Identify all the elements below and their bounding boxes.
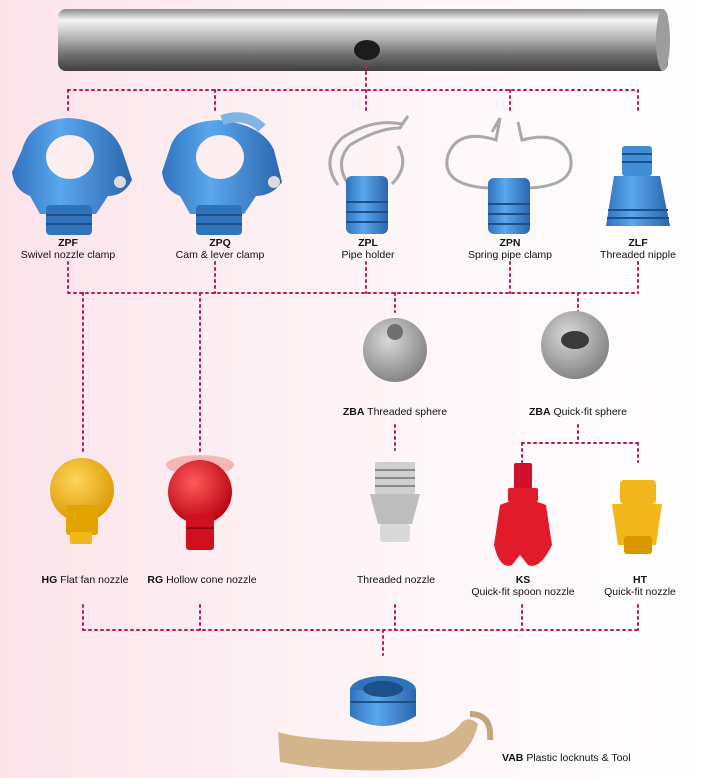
label-zba-threaded: ZBA Threaded sphere xyxy=(330,406,460,418)
zpf-clamp-image xyxy=(12,118,132,235)
vab-locknut-tool-image xyxy=(278,676,494,771)
label-threaded-name: Threaded nozzle xyxy=(356,574,436,586)
label-ks-name: Quick-fit spoon nozzle xyxy=(471,586,575,598)
label-zpn: ZPN Spring pipe clamp xyxy=(452,237,568,261)
label-zlf-name: Threaded nipple xyxy=(600,249,676,261)
label-zpq-name: Cam & lever clamp xyxy=(175,249,265,261)
zpl-holder-image xyxy=(328,115,410,234)
rg-nozzle-image xyxy=(166,455,234,550)
ht-nozzle-image xyxy=(612,480,662,554)
label-rg-code: RG xyxy=(147,574,164,586)
label-rg-name: Hollow cone nozzle xyxy=(166,574,257,586)
label-zpf-name: Swivel nozzle clamp xyxy=(20,249,116,261)
label-zpf: ZPF Swivel nozzle clamp xyxy=(8,237,128,261)
label-zpq: ZPQ Cam & lever clamp xyxy=(160,237,280,261)
label-zlf: ZLF Threaded nipple xyxy=(588,237,688,261)
label-zba-threaded-code: ZBA xyxy=(342,406,365,418)
label-hg: HG Flat fan nozzle xyxy=(30,574,140,586)
label-zpl-code: ZPL xyxy=(358,237,378,249)
label-zpn-name: Spring pipe clamp xyxy=(467,249,553,261)
label-ks-code: KS xyxy=(515,574,531,586)
ks-nozzle-image xyxy=(494,463,552,566)
label-zlf-code: ZLF xyxy=(628,237,648,249)
zpn-spring-clamp-image xyxy=(445,117,573,234)
label-zpf-code: ZPF xyxy=(58,237,78,249)
label-zpl-name: Pipe holder xyxy=(341,249,395,261)
label-ht-name: Quick-fit nozzle xyxy=(604,586,676,598)
label-ht: HT Quick-fit nozzle xyxy=(590,574,690,598)
label-ht-code: HT xyxy=(633,574,647,586)
label-zpn-code: ZPN xyxy=(499,237,521,249)
label-zba-quick: ZBA Quick-fit sphere xyxy=(508,406,648,418)
label-zba-quick-name: Quick-fit sphere xyxy=(553,406,628,418)
label-vab-code: VAB xyxy=(502,752,524,764)
label-threaded-nozzle: Threaded nozzle xyxy=(340,574,452,586)
label-zba-quick-code: ZBA xyxy=(528,406,551,418)
zba-threaded-sphere-image xyxy=(363,318,427,382)
label-zba-threaded-name: Threaded sphere xyxy=(367,406,448,418)
threaded-nozzle-image xyxy=(370,462,420,542)
zlf-nipple-image xyxy=(606,146,670,226)
label-hg-name: Flat fan nozzle xyxy=(60,574,129,586)
label-vab-name: Plastic locknuts & Tool xyxy=(526,752,631,764)
hg-nozzle-image xyxy=(50,458,114,544)
zba-quickfit-sphere-image xyxy=(541,311,609,379)
label-ks: KS Quick-fit spoon nozzle xyxy=(462,574,584,598)
label-zpq-code: ZPQ xyxy=(209,237,231,249)
label-rg: RG Hollow cone nozzle xyxy=(140,574,264,586)
label-hg-code: HG xyxy=(41,574,58,586)
pipe-image xyxy=(58,9,670,71)
zpq-clamp-image xyxy=(162,112,282,235)
label-zpl: ZPL Pipe holder xyxy=(318,237,418,261)
label-vab: VAB Plastic locknuts & Tool xyxy=(502,752,642,764)
